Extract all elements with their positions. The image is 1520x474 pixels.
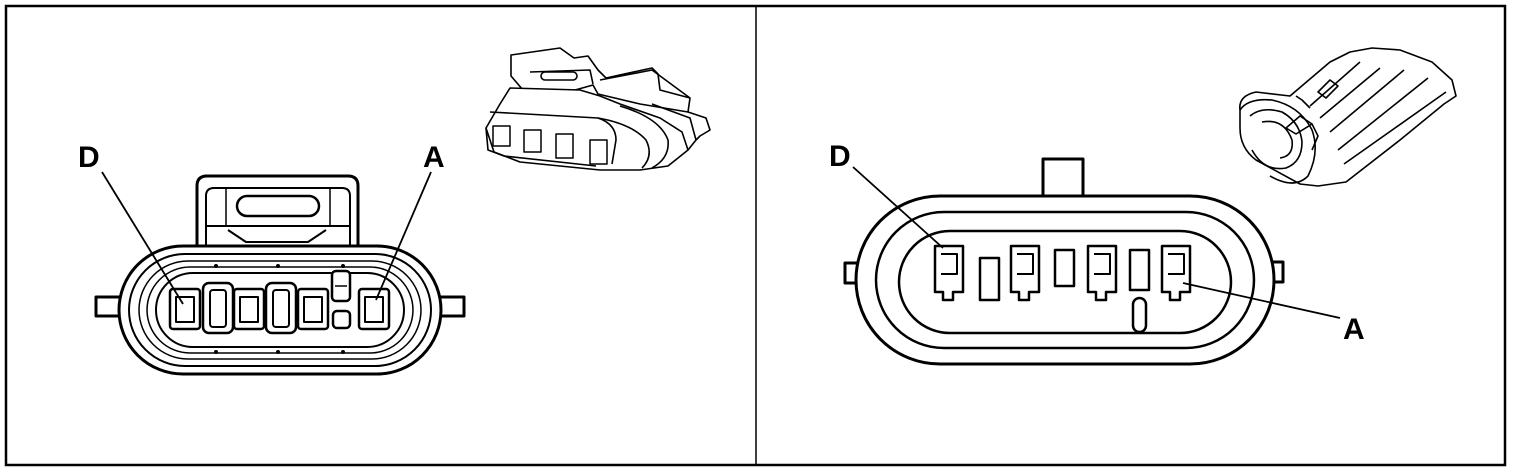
right-leader-d (852, 166, 944, 249)
left-terminal-a (357, 287, 391, 331)
right-separator-3 (1128, 248, 1151, 292)
right-terminal-a (1160, 244, 1192, 302)
left-connector-thumbnail (485, 47, 711, 171)
left-label-d: D (78, 141, 100, 174)
right-key-slot (1131, 296, 1148, 334)
left-separator-1 (201, 281, 235, 335)
left-leader-d (101, 171, 184, 305)
right-terminal-d (933, 244, 965, 302)
left-terminal-b (296, 287, 330, 331)
left-terminal-c (232, 287, 266, 331)
left-separator-2 (264, 281, 298, 335)
right-terminal-b (1086, 244, 1118, 302)
right-separator-2 (1053, 248, 1076, 288)
right-connector-thumbnail (1239, 47, 1457, 187)
left-terminal-d (168, 287, 202, 331)
right-label-d: D (829, 140, 851, 173)
right-separator-1 (978, 256, 1001, 302)
left-label-a: A (423, 141, 445, 174)
left-connector-index-dots (214, 264, 345, 354)
right-panel (843, 47, 1457, 366)
right-leader-a (1182, 282, 1341, 319)
left-key-slot (330, 269, 352, 330)
left-leader-a (375, 171, 432, 301)
right-terminal-c (1009, 244, 1041, 302)
right-connector-top-tab (1041, 157, 1085, 201)
left-panel (94, 47, 711, 376)
left-connector-lock-tab (195, 174, 360, 250)
right-label-a: A (1343, 313, 1365, 346)
